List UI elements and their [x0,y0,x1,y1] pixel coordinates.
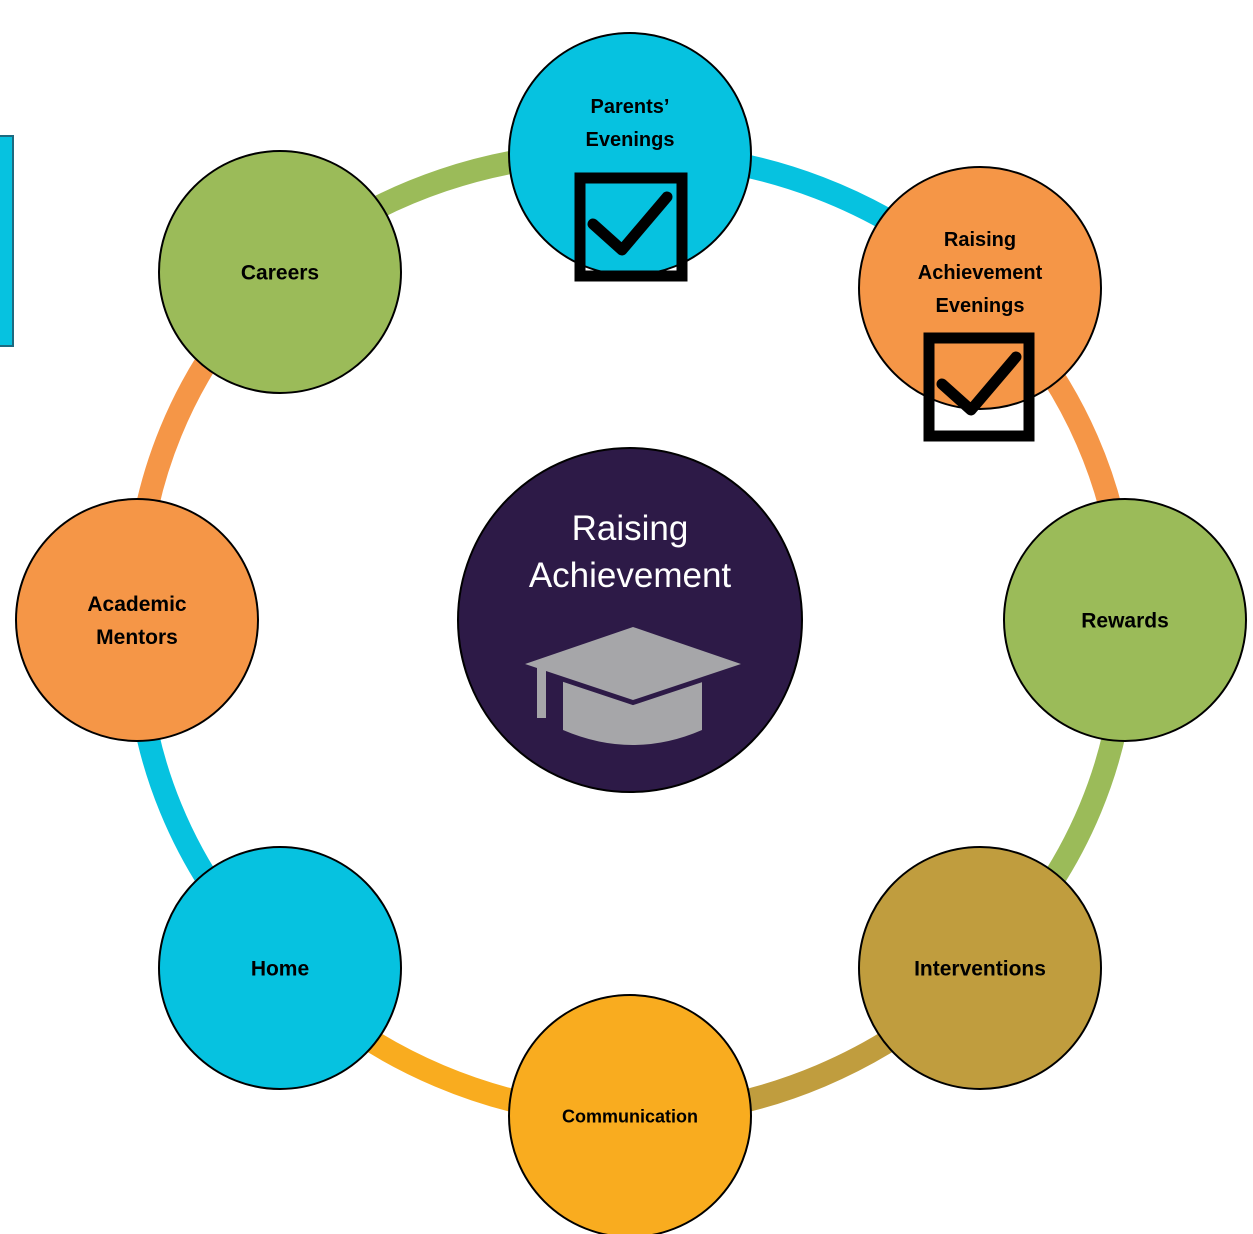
node-circle-communication[interactable] [508,994,752,1234]
node-label-communication-line1: Communication [562,1106,698,1126]
node-label-home-line1: Home [251,957,309,980]
node-label-rewards-line1: Rewards [1081,609,1169,632]
node-careers[interactable]: Careers [158,150,402,394]
node-circle-academic-mentors[interactable] [15,498,259,742]
node-circle-rewards[interactable] [1003,498,1247,742]
check-icon [587,191,673,256]
node-communication[interactable]: Communication [508,994,752,1234]
center-hub: Raising Achievement [457,447,803,793]
node-label-parents-evenings-line1: Parents’ [591,96,670,118]
center-title-line1: Raising [572,509,689,548]
checkbox-raising-achievement-evenings[interactable] [923,332,1035,442]
node-circle-careers[interactable] [158,150,402,394]
node-layer: Parents’EveningsRaisingAchievementEvenin… [15,32,1247,1234]
node-label-academic-mentors-line2: Mentors [96,626,178,649]
side-tab [0,135,14,347]
node-label-raising-achievement-evenings-line1: Raising [944,229,1016,251]
node-label-interventions-line1: Interventions [914,957,1046,980]
node-label-raising-achievement-evenings-line2: Achievement [918,262,1043,284]
node-label-parents-evenings-line2: Evenings [586,129,675,151]
graduation-cap-icon [524,627,742,745]
node-label-academic-mentors-line1: Academic [87,593,187,616]
check-icon [936,351,1022,416]
node-circle-interventions[interactable] [858,846,1102,1090]
node-label-careers-line1: Careers [241,261,319,284]
node-parents-evenings[interactable]: Parents’ Evenings [508,32,752,282]
node-home[interactable]: Home [158,846,402,1090]
node-circle-home[interactable] [158,846,402,1090]
node-rewards[interactable]: Rewards [1003,498,1247,742]
node-interventions[interactable]: Interventions [858,846,1102,1090]
node-label-raising-achievement-evenings-line3: Evenings [936,295,1025,317]
node-circle-raising-achievement-evenings[interactable] [858,166,1102,410]
checkbox-parents-evenings[interactable] [574,172,688,282]
center-title-line2: Achievement [529,556,732,595]
